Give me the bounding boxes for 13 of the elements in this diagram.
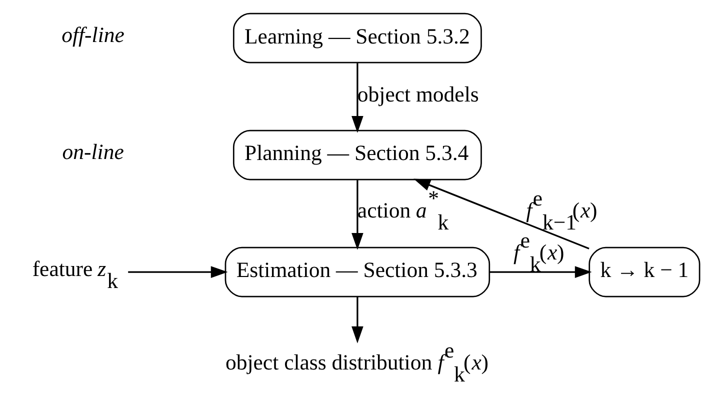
label: on-line bbox=[62, 140, 124, 164]
node-box: k → k − 1 bbox=[588, 246, 700, 298]
arrow bbox=[413, 178, 589, 250]
node-box: Learning — Section 5.3.2 bbox=[232, 12, 482, 64]
node-box: Estimation — Section 5.3.3 bbox=[224, 246, 490, 298]
arrow bbox=[351, 63, 363, 133]
edge-label: object models bbox=[356, 82, 478, 107]
arrow bbox=[128, 266, 228, 278]
label: off-line bbox=[61, 22, 124, 47]
arrow bbox=[351, 296, 363, 344]
arrow bbox=[351, 180, 363, 250]
node-box: Planning — Section 5.3.4 bbox=[232, 130, 482, 180]
arrow bbox=[489, 266, 592, 278]
